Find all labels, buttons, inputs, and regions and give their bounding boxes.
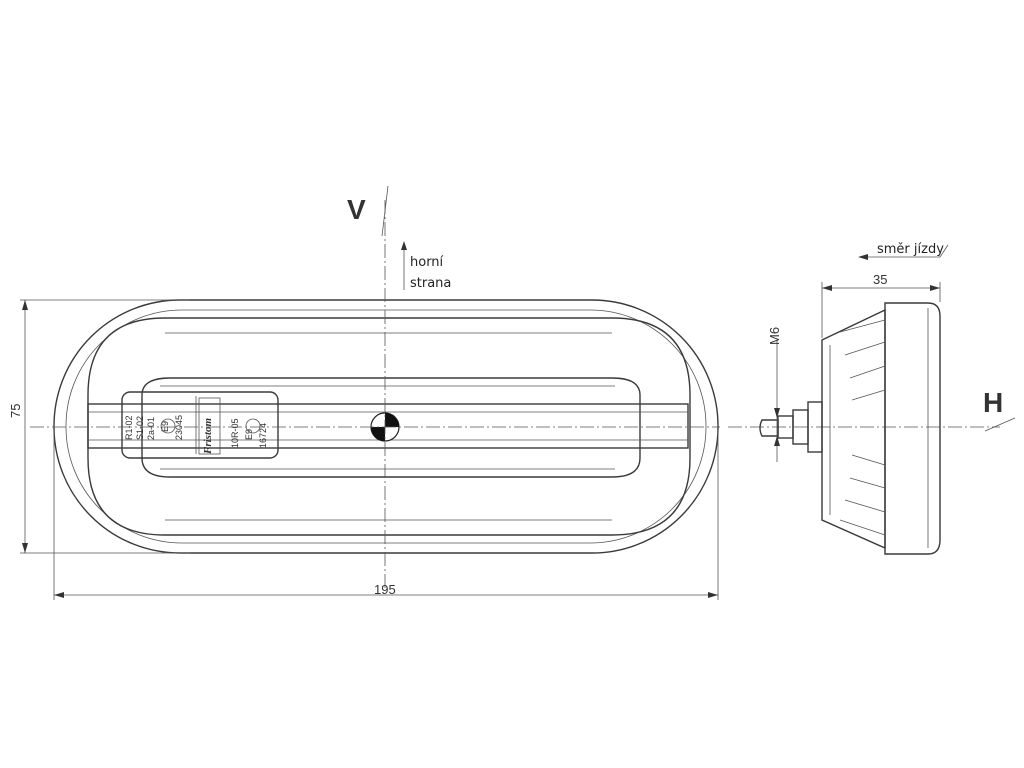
approval-label [121, 391, 279, 459]
width-dimension: 195 [53, 430, 719, 600]
label-line-8: 16724 [258, 423, 268, 448]
depth-dimension: 35 [821, 272, 941, 338]
brand-logo: Fristom [202, 417, 214, 455]
label-e-mark-2: E9 [244, 429, 254, 440]
inner-frame [87, 317, 691, 536]
e-mark-circle-2 [245, 418, 261, 434]
side-fins [839, 319, 886, 536]
axis-h-label: H [983, 387, 1003, 418]
label-line-2: S1-02 [135, 416, 145, 440]
center-bar [87, 403, 689, 449]
thread-dimension-value: M6 [767, 327, 782, 345]
housing-outline [53, 299, 719, 554]
travel-direction: směr jízdy [858, 242, 949, 260]
travel-direction-label: směr jízdy [877, 242, 944, 257]
thread-dimension: M6 [767, 327, 782, 462]
side-body-profile [821, 308, 886, 550]
e-mark-circle-1 [160, 418, 176, 434]
front-view: R1-02 S1-02 2a-01 E9 23045 Fristom 10R-0… [8, 185, 720, 600]
frame-ribs [165, 332, 612, 521]
label-line-1: R1-02 [124, 415, 134, 440]
mounting-stud [759, 401, 823, 453]
lens-window [141, 377, 641, 478]
label-line-5: 23045 [174, 415, 184, 440]
side-view: H M6 35 [728, 242, 1016, 555]
side-front-rim [884, 302, 941, 555]
height-dimension-value: 75 [8, 404, 23, 418]
label-e-mark-1: E9 [160, 421, 170, 432]
depth-dimension-value: 35 [873, 272, 887, 287]
lens-inner-lines [160, 385, 615, 470]
width-dimension-value: 195 [374, 582, 396, 597]
axis-v-label: V [347, 194, 366, 225]
reference-center-mark [370, 412, 400, 442]
top-side-note-line-1: horní [410, 255, 444, 270]
height-dimension: 75 [8, 299, 190, 554]
top-side-note-line-2: strana [410, 276, 451, 291]
housing-inner-edge [65, 309, 707, 544]
label-line-3: 2a-01 [146, 417, 156, 440]
label-line-6: 10R-05 [230, 418, 240, 448]
